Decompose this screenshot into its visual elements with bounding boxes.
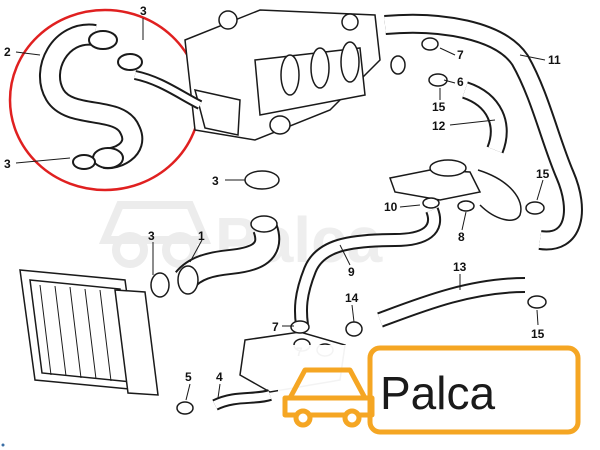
callout-5: 5 [185, 370, 192, 384]
leader-lines [15, 18, 546, 401]
callout-14: 14 [345, 291, 359, 305]
watermark-car-icon [98, 201, 212, 268]
logo-frame [367, 345, 581, 435]
callout-3-top: 3 [140, 4, 147, 18]
callout-2: 2 [4, 45, 11, 59]
callout-4: 4 [216, 370, 223, 384]
callout-6: 6 [457, 75, 464, 89]
callout-15-top: 15 [432, 100, 446, 114]
callout-3-lower: 3 [148, 229, 155, 243]
callout-3-middle: 3 [212, 174, 219, 188]
valve-assembly [389, 159, 522, 221]
callout-15-right: 15 [536, 167, 550, 181]
engine-cylinder-head [133, 9, 381, 141]
hose-9 [294, 207, 442, 326]
palca-logo: Palca [278, 345, 583, 435]
hose-13 [377, 277, 526, 328]
callout-3-left: 3 [4, 157, 11, 171]
callout-10: 10 [384, 200, 398, 214]
callout-7-lower: 7 [272, 320, 279, 334]
callout-12: 12 [432, 119, 446, 133]
corner-dot [1, 443, 5, 447]
heater-hose-11 [384, 13, 583, 251]
callout-7-top: 7 [457, 48, 464, 62]
hose-12 [461, 81, 508, 154]
upper-radiator-hose [39, 23, 144, 170]
callout-9: 9 [348, 265, 355, 279]
logo-text: Palca [380, 367, 495, 419]
callout-11: 11 [548, 53, 561, 67]
lower-radiator-hose [175, 215, 281, 295]
callout-15-lower: 15 [531, 327, 545, 341]
small-clamps [176, 37, 547, 415]
hose-4 [212, 389, 272, 411]
callout-1: 1 [198, 229, 205, 243]
radiator [19, 269, 159, 396]
callout-13: 13 [453, 260, 467, 274]
callout-8: 8 [458, 230, 465, 244]
